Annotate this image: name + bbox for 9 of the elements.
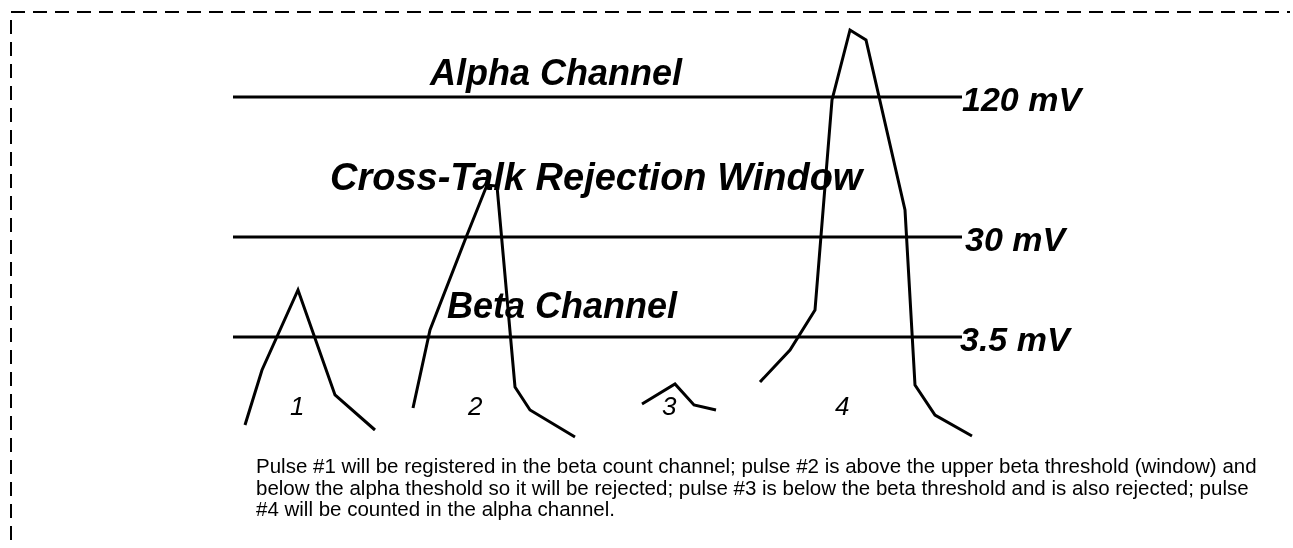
caption: Pulse #1 will be registered in the beta count channel; pulse #2 is above the upper beta threshold (window) and below the alpha theshold so it will be rejected; pulse #3 is below the beta threshold and is also rejected; pulse #4 will be counted in the alpha channel.	[256, 455, 1258, 520]
channel-label: Alpha Channel	[430, 55, 683, 91]
threshold-value: 120 mV	[962, 82, 1082, 116]
pulse-number: 4	[835, 393, 850, 419]
pulse-number: 2	[468, 393, 483, 419]
threshold-value: 30 mV	[965, 222, 1066, 256]
pulse-number: 3	[662, 393, 677, 419]
threshold-value: 3.5 mV	[960, 322, 1070, 356]
pulse-number: 1	[290, 393, 305, 419]
